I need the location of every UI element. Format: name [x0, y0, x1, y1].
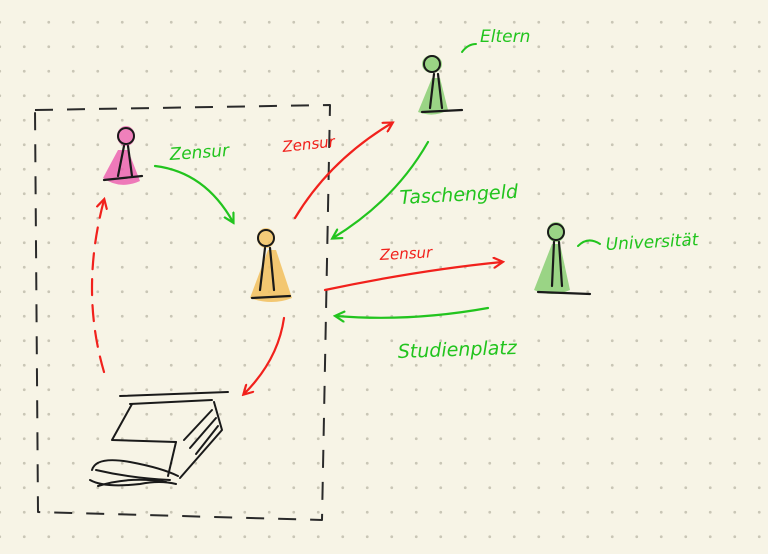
university-label-pointer [577, 239, 601, 247]
label-student-parents-zensur: Zensur [281, 133, 337, 157]
label-studienplatz: Studienplatz [397, 337, 518, 363]
student-person-icon [250, 228, 292, 302]
arrow-reader-to-student [153, 164, 233, 222]
label-reader-zensur: Zensur [168, 141, 231, 165]
arrow-university-to-student [336, 306, 490, 318]
book-icon [89, 391, 229, 487]
arrow-book-to-reader [90, 200, 104, 374]
dashed-boundary [34, 104, 331, 521]
arrow-parents-to-student [333, 140, 430, 238]
label-universitaet: Universität [605, 230, 700, 255]
label-student-university-zensur: Zensur [378, 243, 433, 264]
label-taschengeld: Taschengeld [399, 181, 519, 209]
arrow-student-to-book [244, 316, 286, 394]
arrow-student-to-parents [293, 123, 392, 220]
parents-label-pointer [461, 43, 477, 53]
university-person-icon [534, 222, 592, 296]
arrow-student-to-university [323, 262, 502, 292]
label-eltern: Eltern [480, 27, 530, 47]
reader-person-icon [102, 126, 144, 185]
parents-person-icon [418, 55, 464, 115]
